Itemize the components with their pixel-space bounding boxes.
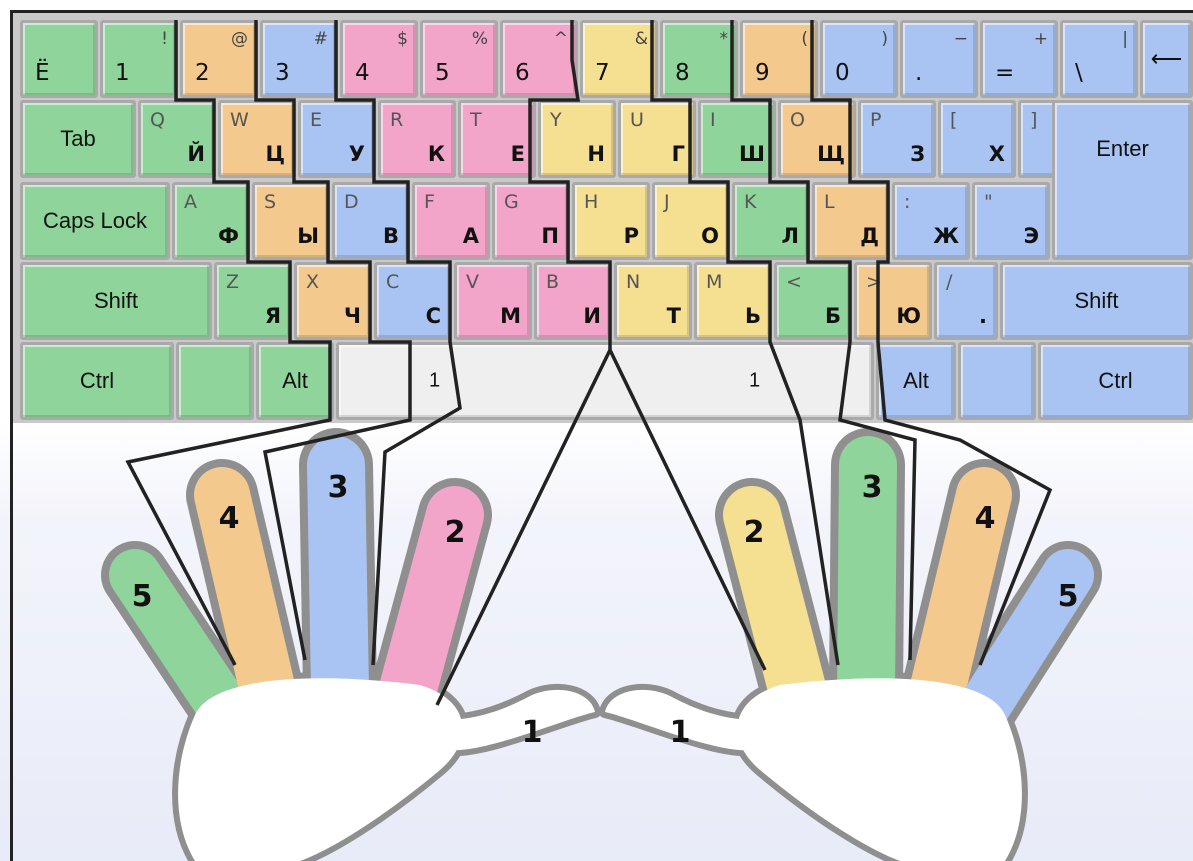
image-frame: [10, 10, 1193, 861]
